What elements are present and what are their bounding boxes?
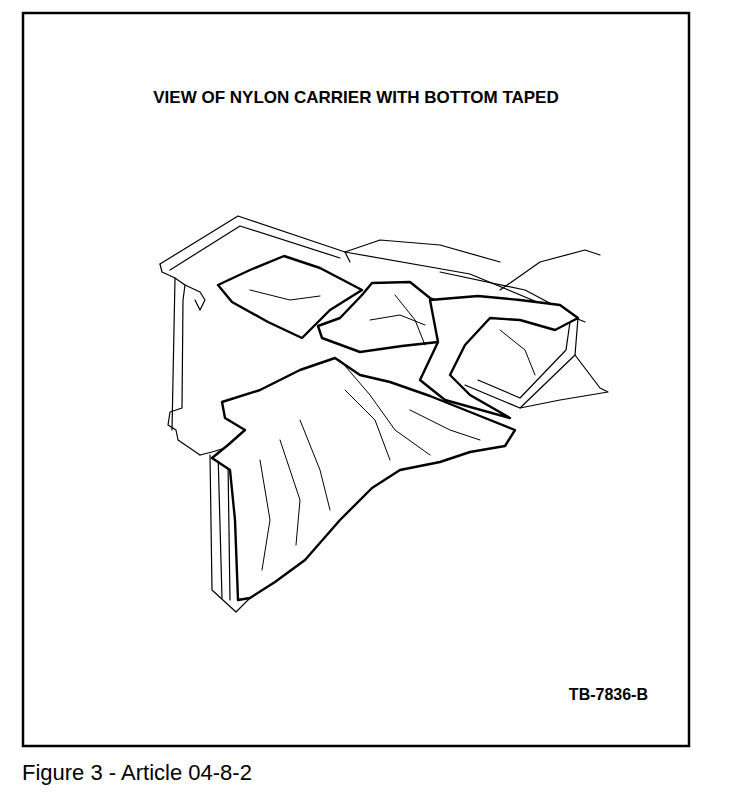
rim-line xyxy=(500,250,600,290)
tape-sheet xyxy=(212,358,515,600)
crease xyxy=(250,290,320,300)
wall-line xyxy=(160,264,200,455)
rim-line xyxy=(170,226,340,270)
front-plate xyxy=(228,462,230,600)
crease xyxy=(500,330,535,375)
crease xyxy=(345,390,390,460)
rim-line xyxy=(160,216,350,264)
drawing-number: TB-7836-B xyxy=(440,686,648,704)
crease xyxy=(280,440,300,545)
crease-lines xyxy=(250,290,535,570)
crease xyxy=(340,360,430,455)
wall-line xyxy=(172,278,175,430)
rim-line xyxy=(345,240,500,262)
figure-caption: Figure 3 - Article 04-8-2 xyxy=(22,760,622,786)
tape-sheet xyxy=(420,296,578,418)
tube-base xyxy=(520,355,608,408)
crease xyxy=(260,460,270,570)
carrier-body xyxy=(160,216,608,612)
crease xyxy=(395,295,425,345)
frame-border xyxy=(23,13,689,746)
wall-line xyxy=(185,285,205,310)
crease xyxy=(300,420,330,510)
front-plate xyxy=(218,452,222,598)
tape-sheet xyxy=(212,256,578,600)
figure-title: VIEW OF NYLON CARRIER WITH BOTTOM TAPED xyxy=(23,88,689,108)
crease xyxy=(410,410,480,440)
